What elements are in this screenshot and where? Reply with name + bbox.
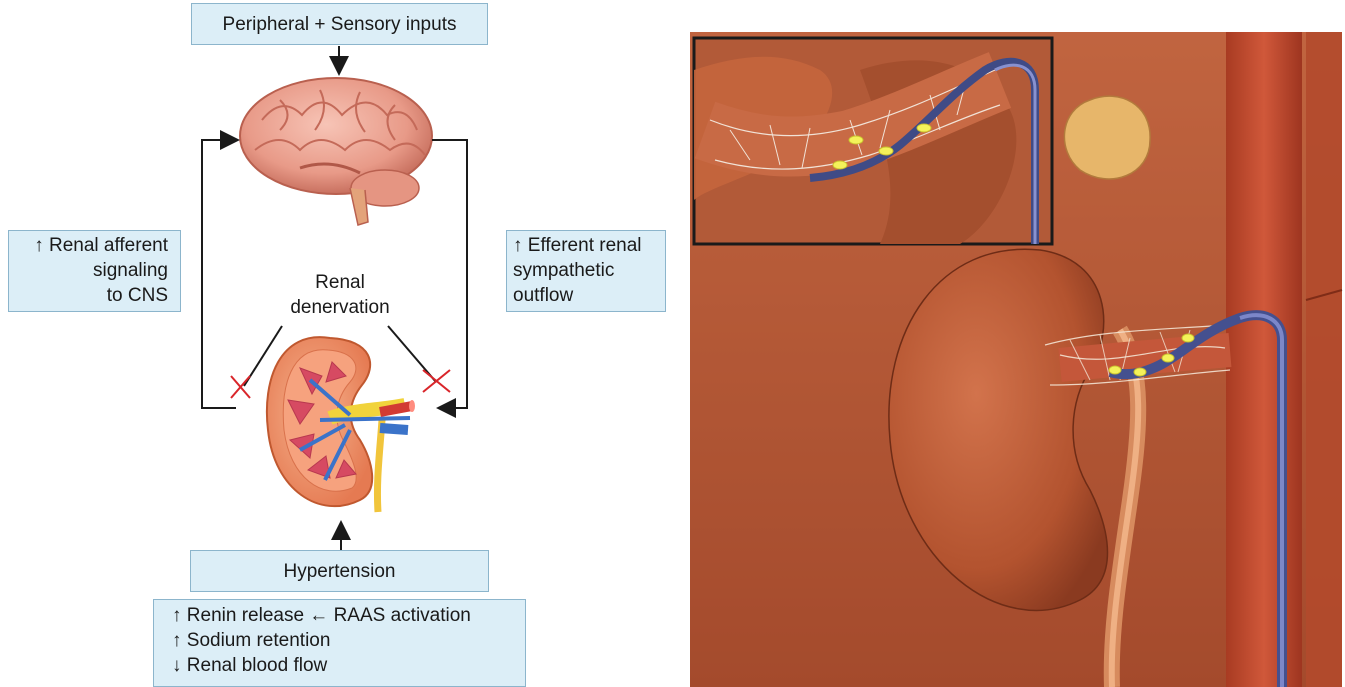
- hypertension-box: Hypertension: [190, 550, 489, 592]
- efferent-line-2: sympathetic: [513, 258, 661, 283]
- renal-denervation-line-1: Renal: [270, 270, 410, 295]
- consequence-blood-flow: ↓ Renal blood flow: [172, 653, 517, 678]
- efferent-line-3: outflow: [513, 283, 661, 308]
- renal-afferent-line-2: signaling: [13, 258, 168, 283]
- brain-icon: [240, 78, 432, 225]
- peripheral-sensory-inputs-label: Peripheral + Sensory inputs: [223, 12, 457, 37]
- consequences-box: ↑ Renin release ← RAAS activation ↑ Sodi…: [153, 599, 526, 687]
- block-cross-right: [423, 370, 450, 392]
- peripheral-sensory-inputs-box: Peripheral + Sensory inputs: [191, 3, 488, 45]
- arrow-efferent-loop: [432, 140, 467, 408]
- consequence-sodium: ↑ Sodium retention: [172, 628, 517, 653]
- consequence-renin: ↑ Renin release ← RAAS activation: [172, 603, 517, 628]
- renal-afferent-line-3: to CNS: [13, 283, 168, 308]
- renal-denervation-illustration: [690, 32, 1342, 687]
- arrow-afferent-loop: [202, 140, 236, 408]
- hypertension-label: Hypertension: [284, 559, 396, 584]
- efferent-sympathetic-box: ↑ Efferent renal sympathetic outflow: [506, 230, 666, 312]
- renal-afferent-line-1: ↑ Renal afferent: [13, 233, 168, 258]
- renal-denervation-line-2: denervation: [270, 295, 410, 320]
- block-cross-left: [231, 376, 250, 398]
- kidney-cross-section-icon: [267, 337, 415, 512]
- renal-denervation-label: Renal denervation: [270, 270, 410, 320]
- efferent-line-1: ↑ Efferent renal: [513, 233, 661, 258]
- renal-afferent-box: ↑ Renal afferent signaling to CNS: [8, 230, 181, 312]
